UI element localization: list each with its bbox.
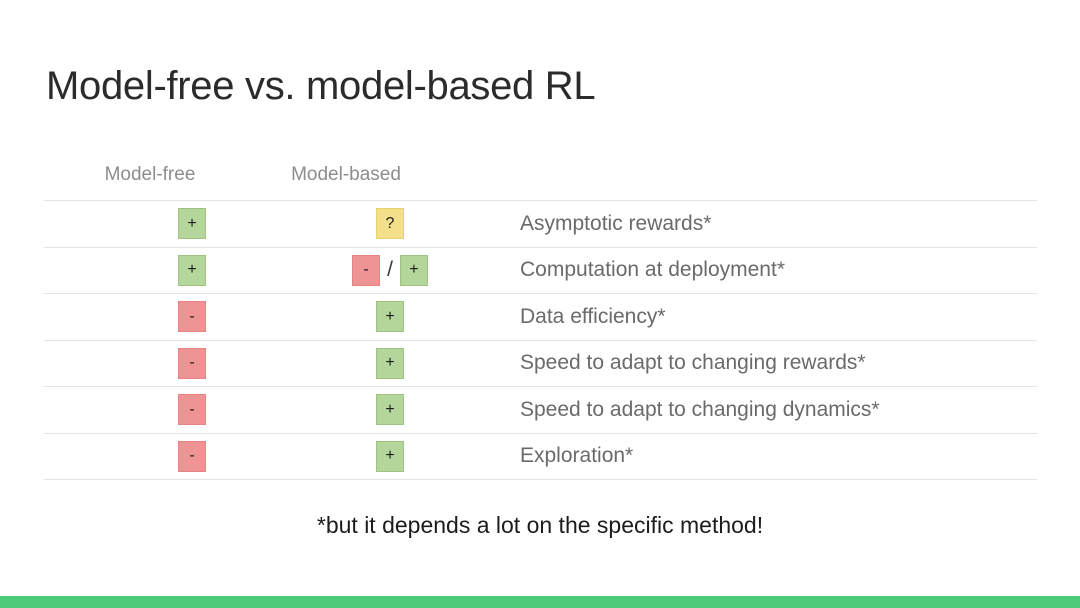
row-label: Computation at deployment* xyxy=(520,258,785,282)
column-header-model-based: Model-based xyxy=(291,164,401,185)
table-row: - + Exploration* xyxy=(44,434,1037,480)
marker-plus: + xyxy=(399,254,428,286)
table-row: +? Asymptotic rewards* xyxy=(44,201,1037,248)
cell-model-based: + xyxy=(300,294,480,340)
cell-model-free: + xyxy=(120,201,264,247)
marker-minus: - xyxy=(178,440,206,472)
marker-plus: + xyxy=(178,254,206,286)
cell-model-based: ? xyxy=(300,201,480,247)
row-label: Exploration* xyxy=(520,444,634,468)
marker-plus: + xyxy=(178,208,206,240)
cell-model-free: - xyxy=(120,294,264,340)
cell-model-free: - xyxy=(120,341,264,387)
marker-minus: - xyxy=(178,301,206,333)
table-row: - + Speed to adapt to changing rewards* xyxy=(44,341,1037,387)
table-header-row: Model-free Model-based xyxy=(44,160,1037,200)
table-row: +-/+Computation at deployment* xyxy=(44,248,1037,294)
marker-plus: + xyxy=(376,347,404,379)
cell-model-based: + xyxy=(300,434,480,480)
comparison-table: Model-free Model-based +? Asymptotic rewa… xyxy=(44,160,1037,480)
row-label: Speed to adapt to changing rewards* xyxy=(520,351,866,375)
page-title: Model-free vs. model-based RL xyxy=(46,64,596,108)
marker-separator: / xyxy=(387,257,393,281)
row-label: Data efficiency* xyxy=(520,304,666,328)
table-row: - + Data efficiency* xyxy=(44,294,1037,341)
cell-model-based: + xyxy=(300,341,480,387)
footnote-text: *but it depends a lot on the specific me… xyxy=(316,512,764,538)
cell-model-free: - xyxy=(120,387,264,433)
marker-plus: + xyxy=(376,394,404,426)
marker-question: ? xyxy=(376,208,404,240)
marker-plus: + xyxy=(376,440,404,472)
marker-plus: + xyxy=(376,301,404,333)
row-label: Speed to adapt to changing dynamics* xyxy=(520,397,880,421)
table-body: +?Asymptotic rewards*+-/+Computation at … xyxy=(44,200,1037,480)
cell-model-free: - xyxy=(120,434,264,480)
table-row: - + Speed to adapt to changing dynamics* xyxy=(44,387,1037,434)
cell-model-based: + xyxy=(300,387,480,433)
cell-model-free: + xyxy=(120,248,264,294)
bottom-accent-bar xyxy=(0,596,1080,608)
cell-model-based: -/+ xyxy=(300,248,480,294)
row-label: Asymptotic rewards* xyxy=(520,211,712,235)
marker-minus: - xyxy=(178,394,206,426)
marker-minus: - xyxy=(178,347,206,379)
column-header-model-free: Model-free xyxy=(104,164,196,185)
marker-minus: - xyxy=(352,254,381,286)
